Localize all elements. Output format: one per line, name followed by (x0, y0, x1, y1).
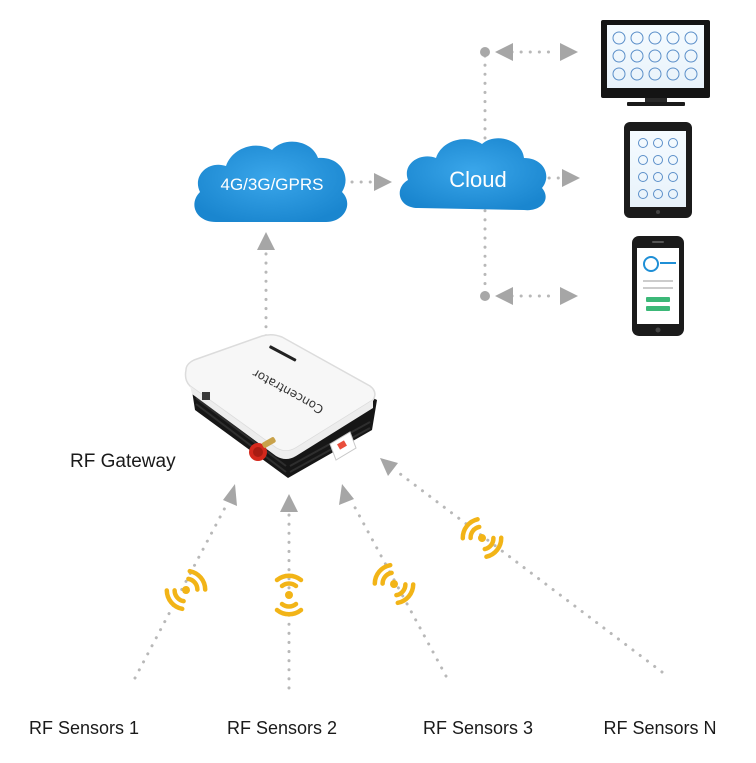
wifi-signal-icon (274, 573, 304, 617)
wifi-signal-icon (372, 562, 416, 606)
junction-dot-top (480, 47, 490, 57)
sensor-label: RF Sensors N (603, 718, 716, 738)
arrow-right-monitor (560, 43, 578, 61)
gateway-top (184, 333, 376, 452)
network-cloud: 4G/3G/GPRS (194, 141, 348, 222)
arrow-sensor1 (223, 484, 237, 506)
gateway-device: Concentrator (184, 333, 377, 478)
wifi-signal-icon (164, 568, 208, 612)
gateway-label: RF Gateway (70, 451, 176, 472)
junction-dot-bottom (480, 291, 490, 301)
arrow-sensor3 (339, 484, 354, 505)
wifi-signal-icon (460, 517, 504, 559)
monitor-gauges (612, 31, 698, 81)
cloud: Cloud (399, 138, 547, 211)
line-sensor1 (133, 500, 230, 680)
arrow-up-to-network (257, 232, 275, 250)
cloud-label: Cloud (449, 167, 506, 192)
sensor-label: RF Sensors 2 (227, 718, 337, 738)
network-label: 4G/3G/GPRS (221, 175, 324, 194)
connection-lines (133, 50, 664, 690)
sensor-label: RF Sensors 3 (423, 718, 533, 738)
tablet-icon (624, 122, 692, 218)
arrow-right-to-cloud (374, 173, 392, 191)
sensor-label: RF Sensors 1 (29, 718, 139, 738)
arrow-sensorN (380, 458, 398, 476)
arrow-left-top (495, 43, 513, 61)
line-sensorN (393, 468, 664, 674)
network-cloud-shape (194, 141, 348, 222)
arrow-left-bottom (495, 287, 513, 305)
arrow-right-tablet (562, 169, 580, 187)
tablet-gauges (638, 138, 678, 199)
monitor-icon (601, 20, 710, 106)
arrow-right-phone (560, 287, 578, 305)
arrow-heads (223, 43, 580, 512)
gateway-antenna (249, 437, 276, 461)
line-sensor3 (350, 500, 448, 678)
arrow-sensor2 (280, 494, 298, 512)
phone-icon (632, 236, 684, 336)
cloud-shape (399, 138, 547, 211)
